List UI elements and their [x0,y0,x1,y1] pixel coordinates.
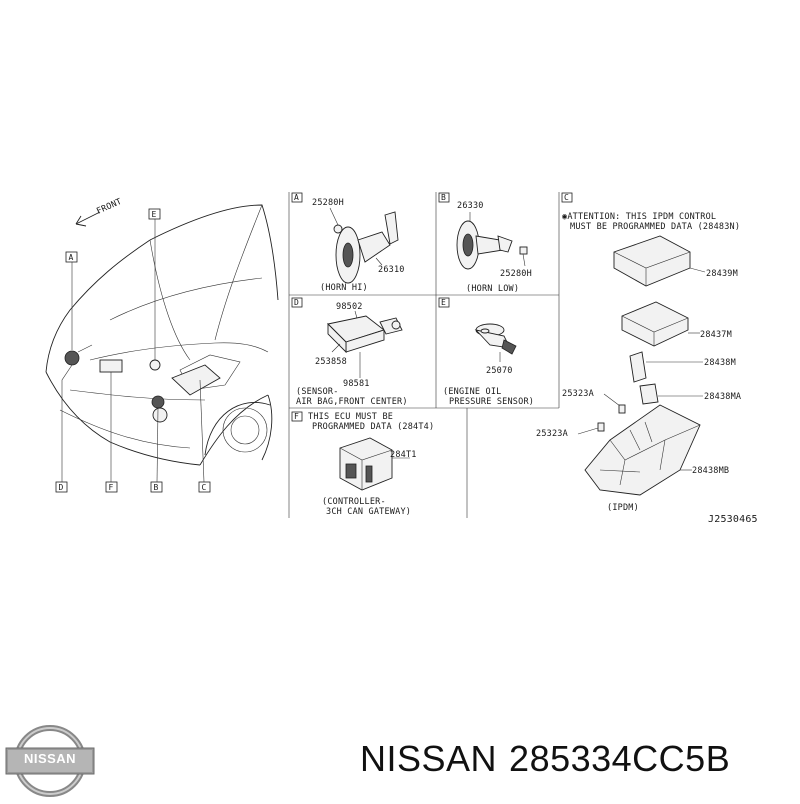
part-number: 26330 [457,201,484,211]
panel-c-ipdm: C ◉ATTENTION: THIS IPDM CONTROL MUST BE … [536,192,741,513]
callout-e: E [148,208,161,360]
panel-caption: (ENGINE OIL [443,387,502,397]
svg-text:D: D [59,483,64,492]
callout-b: B [150,407,163,493]
part-number: 26310 [378,265,405,275]
ecu-note: PROGRAMMED DATA (284T4) [312,422,434,432]
panel-caption: 3CH CAN GATEWAY) [326,507,411,517]
oil-sensor-location [149,359,161,371]
front-arrow-icon: FRONT [75,197,124,227]
svg-text:E: E [152,210,157,219]
part-heading: NISSAN 285334CC5B [360,738,790,788]
svg-text:B: B [154,483,159,492]
attention-note: ◉ATTENTION: THIS IPDM CONTROL [562,212,716,222]
drawing-id: J2530465 [708,514,758,525]
panel-caption: (HORN HI) [320,283,368,293]
panel-d-airbag-sensor: D 98502 253858 98581 (SENSOR- AIR BAG,FR… [291,297,408,407]
overview-car-front: FRONT A [45,197,279,493]
nissan-logo: NISSAN [4,722,96,800]
logo-wordmark: NISSAN [23,751,77,766]
part-number-heading: 285334CC5B [509,738,731,779]
part-number: 28438MA [704,392,741,402]
part-number: 98581 [343,379,370,389]
svg-text:A: A [294,193,299,202]
horn-hi-location [64,344,93,366]
brand-name: NISSAN [360,738,498,779]
part-number: 28438MB [692,466,729,476]
svg-text:D: D [294,298,299,307]
svg-text:B: B [441,193,446,202]
panel-dividers [288,192,560,518]
panel-caption: (SENSOR- [296,387,339,397]
ecu-note: THIS ECU MUST BE [308,412,393,422]
part-number: 25280H [500,269,532,279]
panel-caption: (IPDM) [607,503,639,513]
attention-note: MUST BE PROGRAMMED DATA (28483N) [570,222,740,232]
svg-text:F: F [294,412,299,421]
horn-low-location [151,395,165,409]
panel-caption: PRESSURE SENSOR) [449,397,534,407]
ipdm-location [171,364,221,396]
panel-a-horn-hi: A 25280H 26310 (HORN HI) [291,192,405,293]
callout-a: A [65,251,78,350]
part-number: 25280H [312,198,344,208]
svg-text:C: C [564,193,569,202]
svg-text:C: C [202,483,207,492]
can-gateway-location [99,359,123,373]
panel-e-oil-pressure-sensor: E 25070 (ENGINE OIL PRESSURE SENSOR) [438,297,534,407]
part-number: 284T1 [390,450,417,460]
panel-caption: (HORN LOW) [466,284,519,294]
part-number: 25323A [562,389,594,399]
part-number: 28438M [704,358,736,368]
callout-c: C [198,379,211,493]
front-label: FRONT [95,197,123,217]
part-number: 28437M [700,330,732,340]
svg-text:F: F [109,483,114,492]
svg-text:E: E [441,298,446,307]
part-number: 25070 [486,366,513,376]
part-number: 28439M [706,269,738,279]
svg-text:A: A [69,253,74,262]
callout-d: D [55,364,73,493]
panel-caption: AIR BAG,FRONT CENTER) [296,397,408,407]
part-number: 253858 [315,357,347,367]
part-number: 25323A [536,429,568,439]
panel-b-horn-low: B 26330 25280H (HORN LOW) [438,192,532,294]
panel-f-can-gateway: F THIS ECU MUST BE PROGRAMMED DATA (284T… [291,411,434,517]
panel-caption: (CONTROLLER- [322,497,386,507]
part-number: 98502 [336,302,363,312]
callout-f: F [105,372,118,493]
